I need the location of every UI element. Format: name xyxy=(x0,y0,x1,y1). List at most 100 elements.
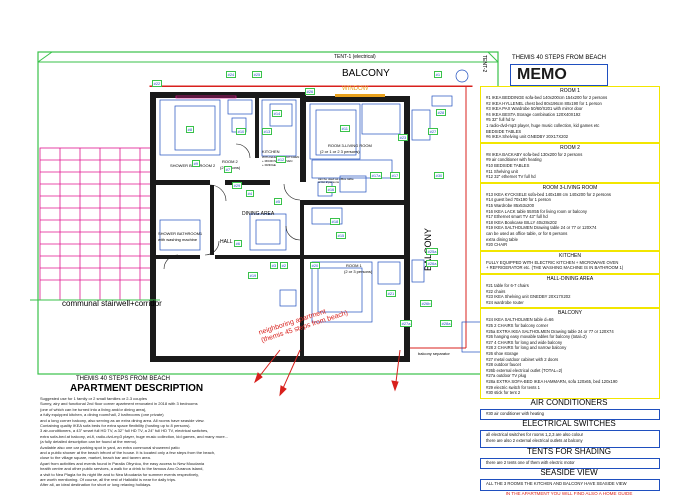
memo-row: #13 IKEA KYCKSELE sofa-bed 140x188 cm 14… xyxy=(486,191,612,197)
description-line: Suggested use for 1 family or 2 small fa… xyxy=(40,396,147,401)
tent1-label: TENT-1 (electrical) xyxy=(334,54,376,60)
memo-section: HALL-DINING AREA #21 table for 6-7 chairs… xyxy=(480,274,660,309)
furniture-tag: #8 xyxy=(186,126,194,134)
memo-row: #14 guest bed 70x190 for 1 person xyxy=(486,197,551,203)
kitchen-label: KITCHEN xyxy=(262,149,280,154)
description-themis: THEMIS 40 STEPS FROM BEACH xyxy=(76,376,171,382)
furniture-tag: #12 xyxy=(276,156,286,164)
description-line: (one of which can be turned into a livin… xyxy=(40,406,147,412)
memo-section-title: KITCHEN xyxy=(559,252,581,259)
memo-row: #4 IKEA BESTA Storage combination 120X40… xyxy=(486,111,581,117)
description-line: close to the village square, market, bea… xyxy=(40,455,151,461)
memo-big-title: SEASIDE VIEW xyxy=(540,468,598,478)
furniture-tag: #5 xyxy=(274,198,282,206)
furniture-tag: #25a xyxy=(426,248,439,256)
furniture-tag: #15 xyxy=(336,232,346,240)
furniture-tag: #24 xyxy=(226,71,236,79)
furniture-tag: #25 xyxy=(252,71,262,79)
description-line: 3 air-conditioners, a 43" smart full HD … xyxy=(40,428,209,434)
furniture-tag: #14 xyxy=(272,110,282,118)
memo-row: #24 IKEA SALTHOLMEN table d=66 xyxy=(486,317,554,323)
memo-row: #9 air conditioner with heating xyxy=(486,157,542,163)
memo-row: extra dining table xyxy=(486,236,518,242)
furniture-tag: #27 xyxy=(428,128,438,136)
memo-row: #16 IKEA LACK table 55X55 for living roo… xyxy=(486,208,588,214)
description-line: Sunny, airy and functional 2nd floor cor… xyxy=(40,401,198,407)
furniture-tag: #28a xyxy=(440,320,453,328)
neighbor-arrows xyxy=(254,349,401,397)
memo-big-row: there are also 2 external electrical out… xyxy=(486,437,583,443)
memo-top-themis: THEMIS 40 STEPS FROM BEACH xyxy=(512,55,607,61)
memo-row: #26b external electrical outlet (TOTAL=2… xyxy=(486,367,563,373)
memo-row: #24 wardrobe router xyxy=(486,299,524,305)
memo-row: #11 Shelving unit xyxy=(486,168,518,174)
room1-label: ROOM 1 xyxy=(346,263,362,268)
description-line: (a fully detailed description can be fou… xyxy=(40,439,138,445)
memo-row: #2 IKEA HYLLENEL chest bed 80x196cm 80x1… xyxy=(486,100,602,106)
memo-row: #23 IKEA Shelving unit GNEDBY 20X17X202 xyxy=(486,294,571,300)
furniture-tag: #19 xyxy=(248,272,258,280)
memo-big-row: all electrical switches for rooms 1,2,3 … xyxy=(486,432,584,438)
furniture-tag: #9 xyxy=(192,160,200,168)
furniture-tag: #29 xyxy=(232,182,242,190)
furniture-tag: #4 xyxy=(246,190,254,198)
balcony-top-label: BALCONY xyxy=(342,68,390,79)
memo-big-row: #30 air conditioner with heating xyxy=(486,410,544,416)
memo-row: #10 BEDSIDE TABLES xyxy=(486,162,530,168)
memo-row: #21 table for 6-7 chairs xyxy=(486,283,529,288)
memo-row: #28 2 CHAIRS for long and narrow balcony xyxy=(486,345,567,351)
furniture-tag: #3 xyxy=(270,262,278,270)
door-swings xyxy=(163,143,301,270)
memo-row: #28a EXTRA SOFA-BED IKEA HAMMARN, sofa 1… xyxy=(486,378,618,384)
memo-row: #8 IKEA BACKABY sofa-bed 130x200 for 2 p… xyxy=(486,151,583,157)
dining-label: DINING AREA xyxy=(242,211,275,217)
description-line: a visit to Nea Plagia for its night life… xyxy=(40,471,199,477)
furniture-tag: #28 xyxy=(436,109,446,117)
memo-big-title: ELECTRICAL SWITCHES xyxy=(522,419,616,429)
memo-big-box: there are 2 tents one of them with elect… xyxy=(480,457,660,470)
furniture-tag: #26b xyxy=(420,300,433,308)
tent2-label: TENT-2 xyxy=(481,55,487,73)
memo-row: #20 CHAIR xyxy=(486,242,508,248)
memo-section-title: ROOM 2 xyxy=(560,144,580,151)
memo-row: #12 32" ethernet TV full hd xyxy=(486,174,536,180)
memo-row: #26 shoe storage xyxy=(486,350,519,356)
memo-section-title: BALCONY xyxy=(558,310,582,317)
memo-row: #28 outdoor faucet xyxy=(486,362,521,368)
memo-big-title: TENTS FOR SHADING xyxy=(526,446,611,456)
stairwell xyxy=(39,147,156,301)
furniture-tag: #18 xyxy=(330,218,340,226)
apartment-walls xyxy=(150,92,410,362)
furniture-tag: #21 xyxy=(386,290,396,298)
memo-row: #27 4 CHAIRS for long and wide balcony xyxy=(486,339,563,345)
furniture-tag: #30 xyxy=(434,172,444,180)
description-line: a fully equipped kitchen, a dining room/… xyxy=(40,412,164,418)
furniture-tag: #26 xyxy=(305,88,315,96)
description-line: Apart from activities and events found i… xyxy=(40,460,205,466)
memo-section: ROOM 2#8 IKEA BACKABY sofa-bed 130x200 f… xyxy=(480,142,660,183)
memo-big-box: #30 air conditioner with heating xyxy=(480,408,660,421)
memo-section-title: ROOM 3-LIVING ROOM xyxy=(542,184,598,191)
hall-label: HALL xyxy=(220,239,233,245)
memo-row: #19 IKEA SALTHOLMEN Drawing table 24 or … xyxy=(486,225,597,231)
communal-label: communal stairwell+corridor xyxy=(62,299,162,308)
memo-section-title: HALL-DINING AREA xyxy=(546,276,594,282)
memo-row: #6 IKEA Shelving unit GNEDBY 20X17X202 xyxy=(486,134,569,140)
sofa-note: can be used as office table or for 2 per… xyxy=(318,177,354,185)
furniture-tag: #2 xyxy=(280,262,288,270)
shower1-sub: with washing machine xyxy=(158,237,198,242)
balcony-outline xyxy=(149,85,473,349)
furniture-tag: #16 xyxy=(326,186,336,194)
memo-section-title: ROOM 1 xyxy=(560,88,580,94)
memo-row: #17 Ethernet smart TV 43" full hd xyxy=(486,214,548,220)
memo-big-row: ALL THE 3 ROOMS THE KITCHEN AND BALCONY … xyxy=(486,481,627,487)
furniture-tag: #1 xyxy=(434,71,442,79)
furniture-tag: #26a xyxy=(426,260,439,268)
memo-big-row: there are 2 tents one of them with elect… xyxy=(486,459,575,465)
furniture-tag: #7 xyxy=(224,166,232,174)
memo-row: #18 IKEA Bookcase BILLY 40x28x202 xyxy=(486,219,557,225)
memo-section: ROOM 3-LIVING ROOM#13 IKEA KYCKSELE sofa… xyxy=(480,182,660,251)
furniture-tag: #17a xyxy=(370,172,383,180)
